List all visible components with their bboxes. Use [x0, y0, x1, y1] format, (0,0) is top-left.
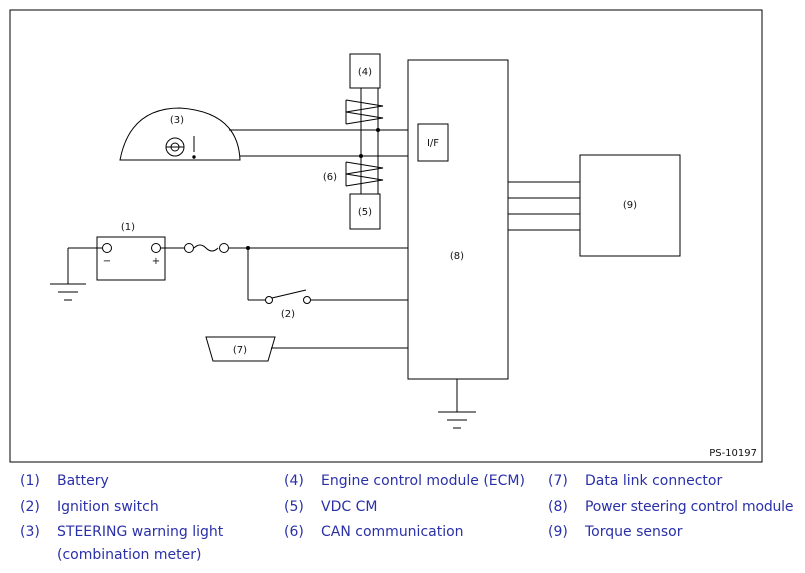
- can-lines-horizontal: [229, 129, 418, 157]
- torque-sensor-box: [579, 154, 681, 257]
- steering-warning-icon: [165, 136, 196, 159]
- junction-dot: [246, 246, 250, 250]
- legend-text: STEERING warning light: [57, 524, 224, 540]
- interface-box: [417, 123, 449, 162]
- diagram-frame: [9, 9, 763, 463]
- torque-sensor-label: (9): [623, 200, 637, 211]
- ps-module-label: (8): [450, 251, 464, 262]
- battery-negative-terminal: [102, 243, 112, 253]
- battery-positive-terminal: [151, 243, 161, 253]
- legend: (1) Battery (2) Ignition switch (3) STEE…: [0, 468, 805, 573]
- ecm-label: (4): [358, 67, 372, 78]
- torque-sensor-wires: [508, 181, 580, 231]
- legend-number: (9): [548, 524, 568, 540]
- vdc-cm-box: [349, 193, 381, 230]
- power-line: [229, 247, 408, 301]
- can-bus-vertical: [345, 88, 384, 194]
- fuse-icon: [161, 243, 229, 253]
- legend-number: (6): [284, 524, 304, 540]
- battery-ground-icon: [50, 247, 102, 301]
- junction-dot: [376, 128, 380, 132]
- data-link-connector-shape: [205, 336, 276, 362]
- legend-number: (7): [548, 473, 568, 489]
- ecm-box: [349, 53, 381, 89]
- legend-text: CAN communication: [321, 524, 464, 540]
- legend-number: (3): [20, 524, 40, 540]
- legend-number: (2): [20, 499, 40, 515]
- figure-code: PS-10197: [709, 448, 757, 459]
- ignition-switch-label: (2): [281, 309, 295, 320]
- battery-label: (1): [121, 222, 135, 233]
- legend-text: VDC CM: [321, 499, 378, 515]
- warning-light-label: (3): [170, 115, 184, 126]
- ps-module-box: [407, 59, 509, 380]
- battery-plus-sign: +: [152, 256, 160, 267]
- legend-text: Battery: [57, 473, 109, 489]
- legend-text: Ignition switch: [57, 499, 159, 515]
- legend-number: (4): [284, 473, 304, 489]
- legend-text: Torque sensor: [585, 524, 683, 540]
- combination-meter-shape: [119, 107, 241, 161]
- legend-text: (combination meter): [57, 547, 202, 563]
- module-ground-icon: [438, 379, 476, 429]
- legend-text: Engine control module (ECM): [321, 473, 525, 489]
- vdc-cm-label: (5): [358, 207, 372, 218]
- data-link-label: (7): [233, 345, 247, 356]
- legend-number: (1): [20, 473, 40, 489]
- ignition-switch-icon: [265, 289, 311, 304]
- legend-number: (5): [284, 499, 304, 515]
- legend-text: Data link connector: [585, 473, 723, 489]
- can-comm-label: (6): [323, 172, 337, 183]
- legend-text: Power steering control module: [585, 499, 794, 515]
- battery-minus-sign: −: [103, 256, 111, 267]
- junction-dot: [359, 154, 363, 158]
- legend-number: (8): [548, 499, 568, 515]
- wiring-diagram: (4) (5) (3) (6) (8) I/F (9): [9, 9, 763, 463]
- interface-label: I/F: [427, 138, 439, 149]
